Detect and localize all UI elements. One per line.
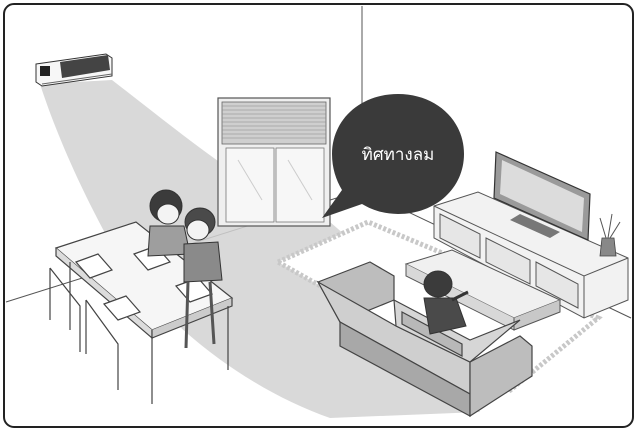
callout-label: ทิศทางลม: [362, 145, 435, 165]
window-icon: [218, 98, 330, 226]
